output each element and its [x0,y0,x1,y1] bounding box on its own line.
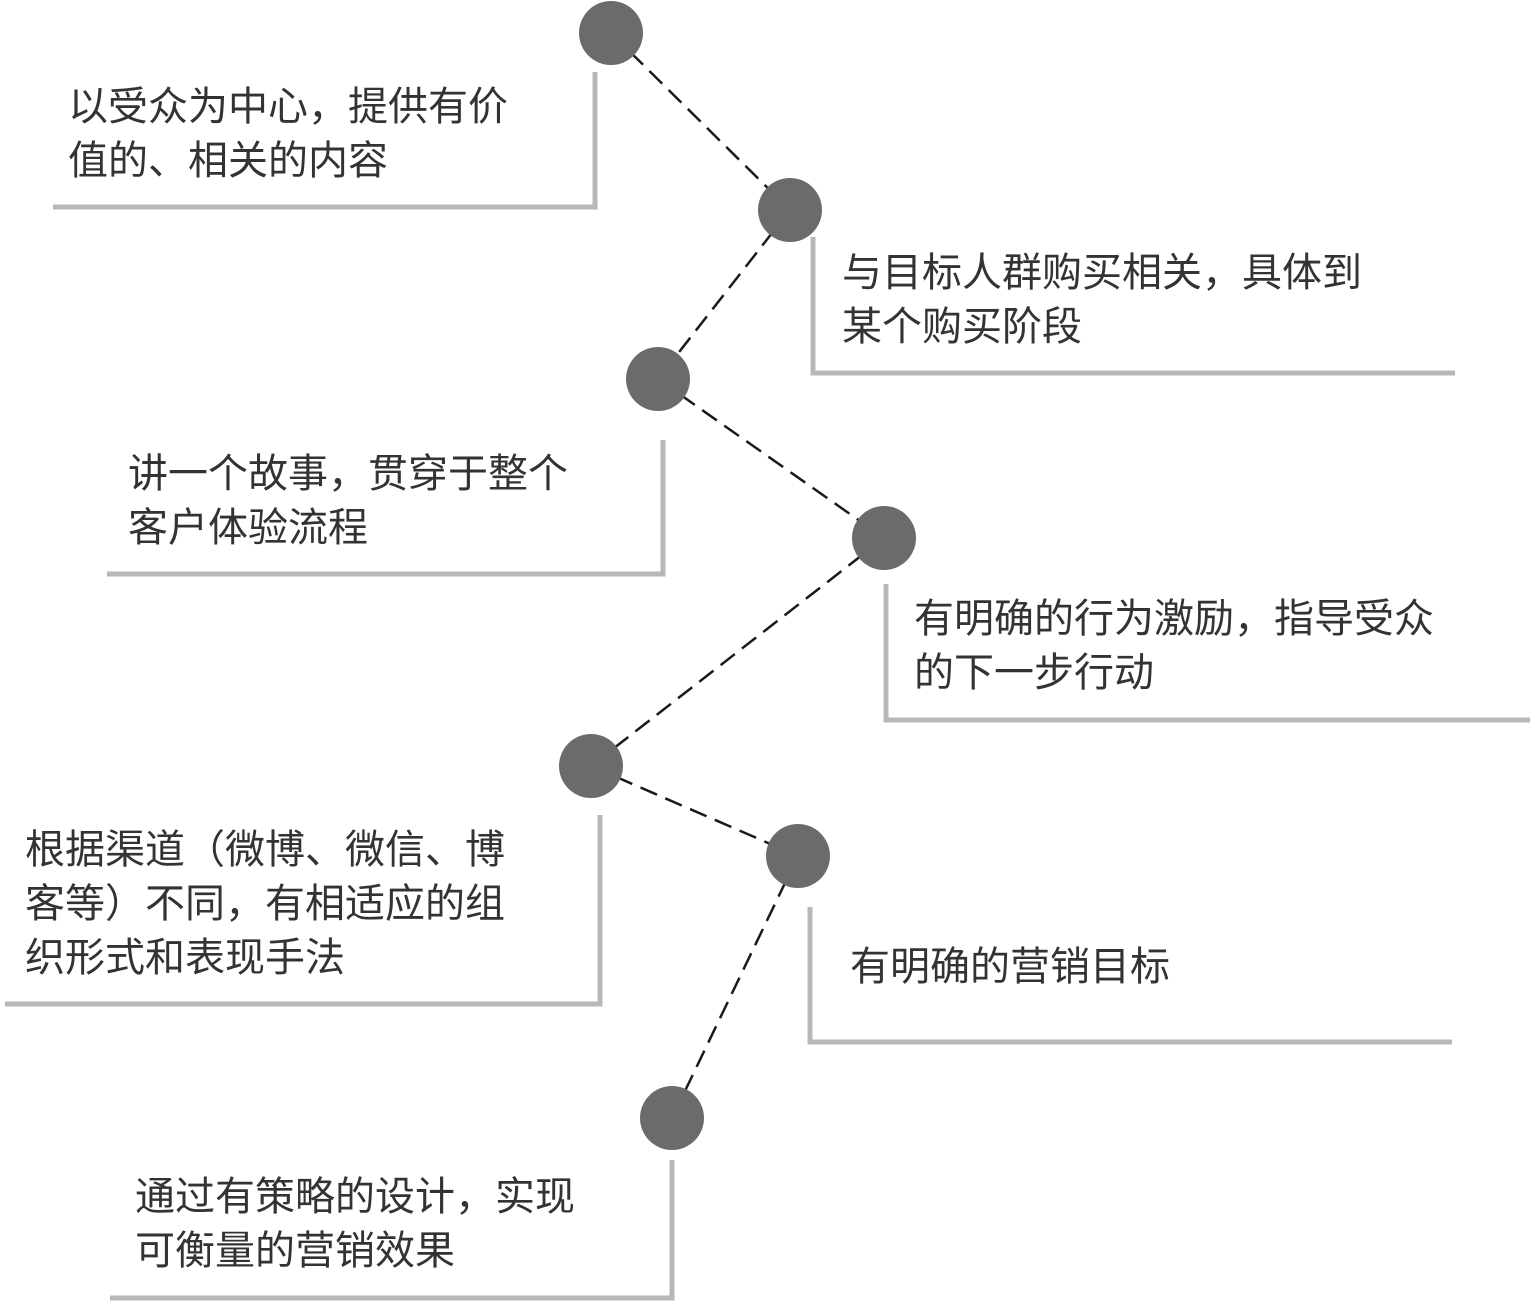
label-7: 通过有策略的设计，实现 可衡量的营销效果 [135,1170,575,1278]
bracket-5 [5,815,603,1007]
bracket-7 [110,1160,675,1301]
label-5-line-2: 客等）不同，有相适应的组 [25,881,505,927]
label-2-line-1: 与目标人群购买相关，具体到 [842,250,1362,296]
label-4-line-2: 的下一步行动 [914,650,1154,696]
label-4-line-1: 有明确的行为激励，指导受众 [914,596,1434,642]
connectors [590,32,885,1119]
label-7-line-1: 通过有策略的设计，实现 [135,1174,575,1220]
label-1: 以受众为中心，提供有价 值的、相关的内容 [68,80,508,188]
bracket-6 [807,907,1452,1045]
label-1-line-2: 值的、相关的内容 [68,138,388,184]
label-5-line-3: 织形式和表现手法 [25,935,345,981]
node-3 [626,347,690,411]
nodes [559,1,916,1150]
connector-1-2 [610,32,791,211]
bracket-1 [53,72,598,210]
label-6-line-1: 有明确的营销目标 [850,944,1170,990]
label-3-line-1: 讲一个故事，贯穿于整个 [128,451,568,497]
node-6 [766,824,830,888]
label-3-line-2: 客户体验流程 [128,505,368,551]
connector-2-3 [657,209,791,380]
label-6: 有明确的营销目标 [850,940,1170,994]
brackets [5,72,1530,1301]
connector-5-6 [590,764,799,858]
node-4 [852,506,916,570]
label-2: 与目标人群购买相关，具体到 某个购买阶段 [842,246,1362,354]
bracket-4 [883,584,1530,723]
connector-3-4 [657,377,885,540]
bracket-3 [107,440,666,577]
label-7-line-2: 可衡量的营销效果 [135,1228,455,1274]
connector-6-7 [670,855,800,1119]
label-5: 根据渠道（微博、微信、博 客等）不同，有相适应的组 织形式和表现手法 [25,823,505,985]
label-1-line-1: 以受众为中心，提供有价 [68,84,508,130]
node-2 [758,178,822,242]
node-1 [579,1,643,65]
label-5-line-1: 根据渠道（微博、微信、博 [25,827,505,873]
node-7 [640,1086,704,1150]
label-4: 有明确的行为激励，指导受众 的下一步行动 [914,592,1434,700]
connector-4-5 [590,537,885,767]
label-2-line-2: 某个购买阶段 [842,304,1082,350]
node-5 [559,734,623,798]
bracket-2 [810,237,1455,376]
label-3: 讲一个故事，贯穿于整个 客户体验流程 [128,447,568,555]
